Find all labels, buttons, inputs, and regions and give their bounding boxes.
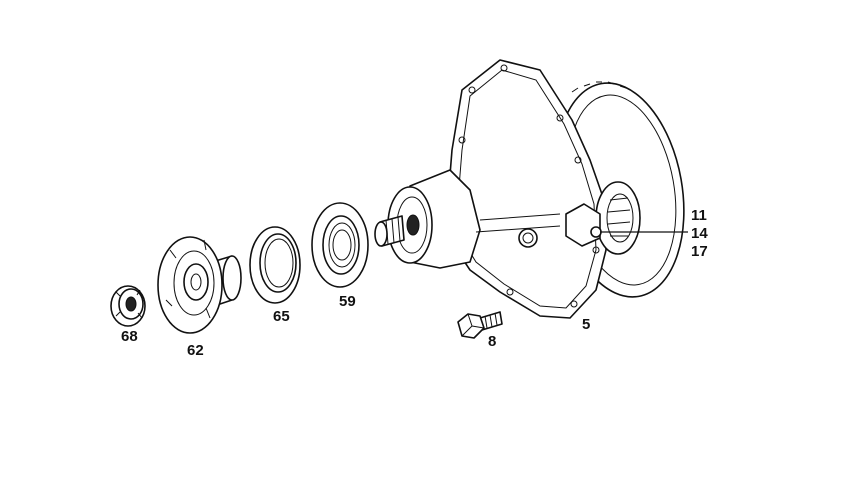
- part-5-differential-housing: [374, 59, 685, 319]
- label-part-68: 68: [121, 328, 138, 345]
- part-59-shaft-seal: [311, 202, 369, 288]
- label-part-11: 11: [691, 207, 707, 224]
- label-part-8: 8: [488, 333, 496, 350]
- part-labels: 68 62 65 59 8 5 11 14 17: [121, 207, 708, 359]
- part-8-bolt: [457, 311, 503, 339]
- part-62-flange: [157, 236, 242, 334]
- label-part-65: 65: [273, 308, 290, 325]
- label-part-59: 59: [339, 293, 356, 310]
- label-part-14: 14: [691, 225, 708, 242]
- part-65-seal-ring: [249, 226, 301, 304]
- label-part-5: 5: [582, 316, 590, 333]
- label-part-62: 62: [187, 342, 204, 359]
- part-68-slotted-nut: [110, 285, 146, 327]
- label-part-17: 17: [691, 243, 708, 260]
